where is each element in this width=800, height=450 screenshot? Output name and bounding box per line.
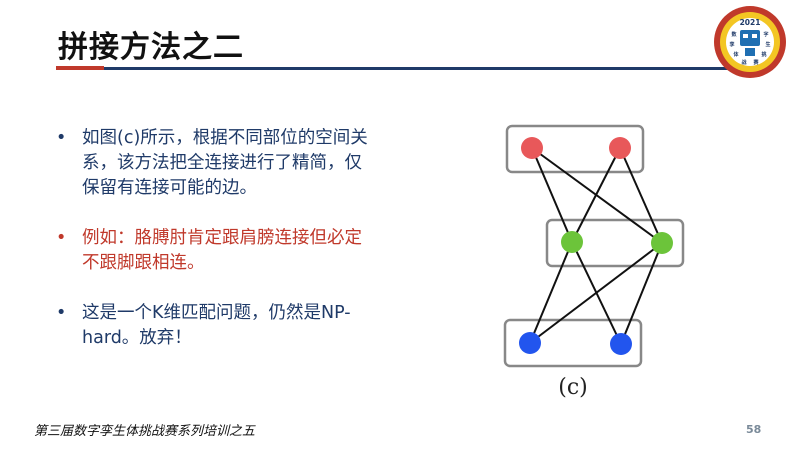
edge [619, 147, 663, 244]
logo-year: 2021 [740, 18, 761, 27]
logo-char: 生 [765, 41, 770, 48]
edge [529, 242, 663, 344]
logo-char: 字 [763, 31, 768, 38]
bullet-marker: • [56, 303, 67, 323]
edge [571, 147, 621, 243]
slide-title: 拼接方法之二 [58, 30, 244, 65]
middle-group-box [545, 218, 685, 268]
title-underline-accent [56, 66, 104, 70]
logo-char: 战 [741, 59, 746, 66]
bottom-group-box [503, 318, 643, 368]
logo-char: 数 [731, 31, 737, 38]
top-node [609, 137, 631, 159]
bullet-item: • 这是一个K维匹配问题，仍然是NP-hard。放弃！ [56, 301, 376, 351]
page-number: 58 [746, 423, 762, 436]
edge [620, 242, 663, 345]
title-underline [104, 67, 744, 70]
edge [529, 241, 573, 344]
logo-char: 赛 [752, 59, 759, 66]
bullet-list: • 如图(c)所示，根据不同部位的空间关系，该方法把全连接进行了精简，仅保留有连… [56, 126, 376, 376]
graph-diagram: (c) [503, 124, 685, 400]
logo-char: 挑 [760, 51, 766, 58]
footer-text: 第三届数字孪生体挑战赛系列培训之五 [34, 424, 256, 439]
bottom-node [610, 333, 632, 355]
bullet-text: 例如：胳膊肘肯定跟肩膀连接但必定不跟脚跟相连。 [82, 228, 362, 273]
top-group-box [505, 124, 645, 174]
logo-char: 体 [733, 51, 739, 58]
bullet-item: • 如图(c)所示，根据不同部位的空间关系，该方法把全连接进行了精简，仅保留有连… [56, 126, 376, 201]
bullet-text: 这是一个K维匹配问题，仍然是NP-hard。放弃！ [82, 303, 351, 348]
edge [531, 147, 573, 243]
bullet-marker: • [56, 128, 67, 148]
bullet-text: 如图(c)所示，根据不同部位的空间关系，该方法把全连接进行了精简，仅保留有连接可… [82, 128, 368, 198]
bottom-node [519, 332, 541, 354]
middle-node [651, 232, 673, 254]
edge [531, 147, 663, 244]
diagram-caption: (c) [558, 375, 588, 400]
logo-char: 孪 [729, 41, 734, 48]
bullet-marker: • [56, 228, 67, 248]
bullet-item-example: • 例如：胳膊肘肯定跟肩膀连接但必定不跟脚跟相连。 [56, 226, 376, 276]
top-node [521, 137, 543, 159]
contest-logo-icon: 2021 数 字 孪 生 体 挑 战 赛 [714, 6, 786, 78]
middle-node [561, 231, 583, 253]
